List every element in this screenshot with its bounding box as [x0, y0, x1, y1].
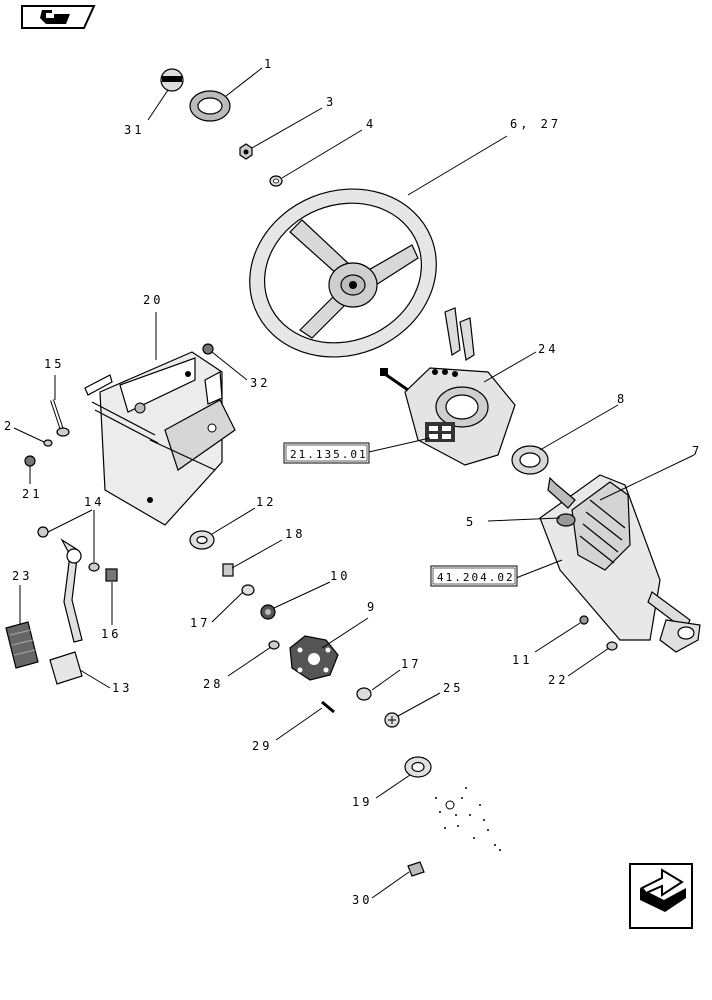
part-1-cap [189, 90, 231, 122]
callout-2: 2 [4, 419, 14, 433]
leader-lines [13, 67, 695, 899]
part-24-control-module [380, 307, 516, 466]
callout-29: 29 [252, 739, 272, 753]
part-11-nut [579, 615, 589, 625]
callout-9: 9 [367, 600, 377, 614]
callout-23: 23 [12, 569, 32, 583]
callout-20: 20 [143, 293, 163, 307]
callout-22: 22 [548, 673, 568, 687]
part-21-nut [24, 455, 36, 467]
part-19-washer [404, 756, 432, 778]
decal-speckle [435, 787, 501, 851]
callout-3: 3 [326, 95, 336, 109]
callout-17-b: 17 [401, 657, 421, 671]
part-17-washer [241, 584, 372, 701]
ref-link-21-135-01[interactable]: 21.135.01 [283, 442, 370, 464]
back-nav-button[interactable] [21, 5, 96, 29]
callout-28: 28 [203, 677, 223, 691]
callout-25: 25 [443, 681, 463, 695]
callout-18: 18 [285, 527, 305, 541]
callout-8: 8 [617, 392, 627, 406]
part-23-pedal-pad [5, 621, 39, 669]
next-nav-button[interactable] [629, 863, 693, 929]
part-10-nut [260, 604, 276, 620]
callout-14: 14 [84, 495, 104, 509]
back-arrow-icon [40, 10, 70, 24]
callout-13: 13 [112, 681, 132, 695]
ref-link-41-204-02[interactable]: 41.204.02 [430, 565, 518, 587]
callout-32: 32 [250, 376, 270, 390]
part-25-screw [384, 712, 400, 728]
callout-labels: 1 31 3 4 6, 27 20 15 32 24 8 2 21 7 14 1… [4, 57, 702, 907]
ref-label-b: 41.204.02 [437, 571, 515, 584]
part-18-screw [222, 563, 234, 577]
callout-6-27: 6, 27 [510, 117, 561, 131]
ref-label-a: 21.135.01 [290, 448, 368, 461]
part-30-label [407, 861, 425, 877]
part-32-nut [202, 343, 214, 355]
part-29-screw [321, 700, 335, 714]
part-13-pedal-arm [49, 538, 83, 685]
part-4-washer [269, 175, 283, 187]
part-12-washer [189, 530, 215, 550]
next-arrow-icon [640, 868, 686, 912]
part-16-clip [105, 568, 118, 582]
callout-16: 16 [101, 627, 121, 641]
callout-10: 10 [330, 569, 350, 583]
part-28-washer [268, 640, 280, 650]
callout-31: 31 [124, 123, 144, 137]
part-31-knob [160, 68, 184, 92]
part-20-pedal-bracket [84, 351, 236, 526]
callout-19: 19 [352, 795, 372, 809]
callout-4: 4 [366, 117, 376, 131]
part-22-washer [606, 641, 618, 651]
callout-7: 7 [692, 444, 702, 458]
part-7-steering-column [539, 474, 701, 653]
callout-1: 1 [264, 57, 274, 71]
part-9-plate [289, 635, 339, 681]
part-8-washer [511, 445, 549, 475]
part-15-pin [50, 399, 70, 437]
callout-21: 21 [22, 487, 42, 501]
part-3-nut [239, 143, 253, 160]
callout-24: 24 [538, 342, 558, 356]
callout-15: 15 [44, 357, 64, 371]
callout-30: 30 [352, 893, 372, 907]
part-2-pin [43, 439, 53, 447]
callout-17-a: 17 [190, 616, 210, 630]
callout-5: 5 [466, 515, 476, 529]
part-14-fasteners [37, 526, 100, 572]
steering-wheel [249, 188, 437, 358]
callout-11: 11 [512, 653, 532, 667]
callout-12: 12 [256, 495, 276, 509]
